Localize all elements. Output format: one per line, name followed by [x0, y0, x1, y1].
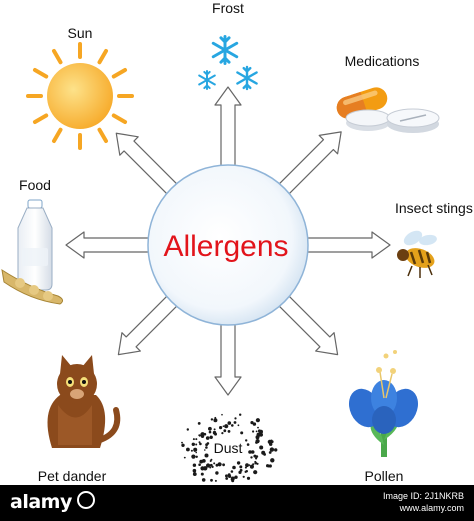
footer-bar: alamy Image ID: 2J1NKRB www.alamy.com [0, 485, 474, 521]
label-pollen: Pollen [365, 468, 404, 484]
label-medications: Medications [345, 53, 420, 69]
center-title: Allergens [163, 230, 288, 263]
snowflake-icon [198, 35, 258, 91]
label-sun: Sun [68, 25, 93, 41]
label-food: Food [19, 177, 51, 193]
cat-icon [47, 355, 121, 448]
label-frost: Frost [212, 0, 244, 16]
dust-icon [181, 413, 278, 483]
site-url: www.alamy.com [399, 503, 464, 513]
sun-icon [26, 42, 134, 150]
label-dust: Dust [214, 440, 243, 456]
pills-icon [336, 87, 440, 133]
milk-bottle-icon [17, 199, 53, 291]
flower-icon [348, 350, 419, 457]
footer-meta: Image ID: 2J1NKRB www.alamy.com [383, 490, 464, 514]
soybean-icon [1, 268, 64, 305]
label-insect-stings: Insect stings [395, 200, 473, 216]
label-pet-dander: Pet dander [38, 468, 107, 484]
center-circle [147, 164, 309, 326]
image-id: Image ID: 2J1NKRB [382, 491, 464, 501]
bee-icon [397, 230, 437, 278]
brand-logo: alamy [10, 491, 95, 513]
